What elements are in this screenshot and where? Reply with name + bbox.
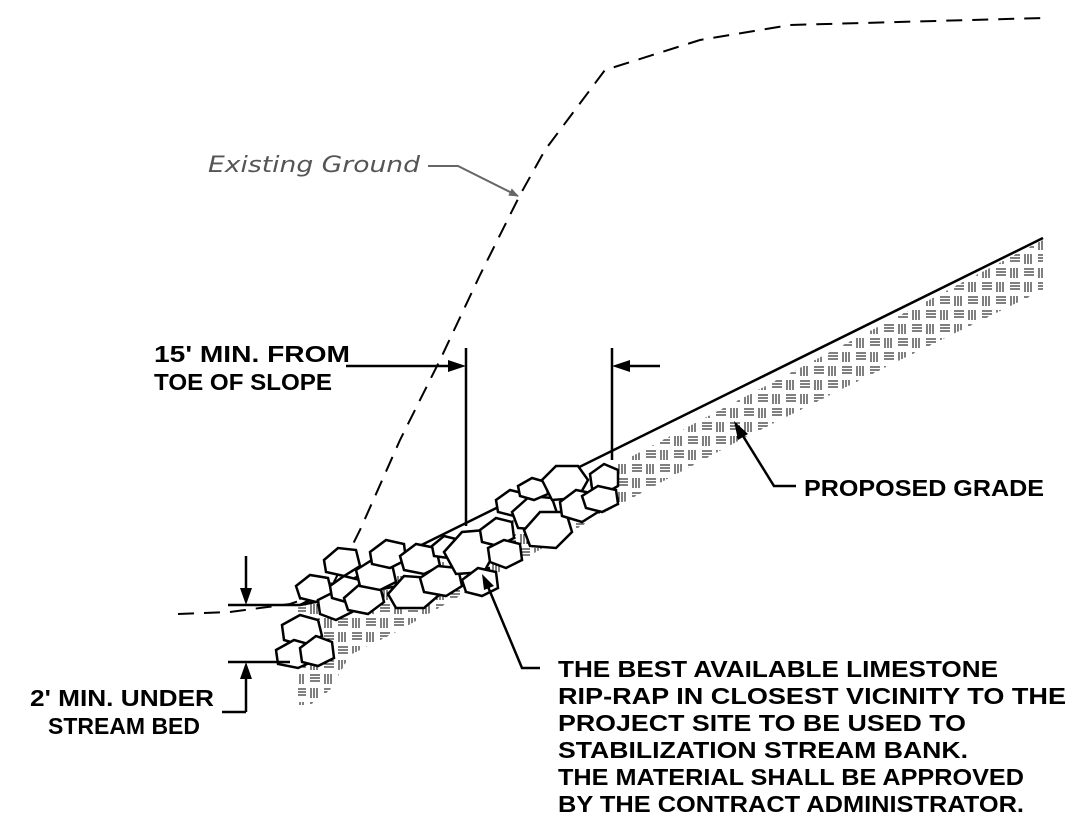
riprap-rocks	[274, 462, 620, 670]
stream-label-line2: STREAM BED	[48, 713, 200, 739]
note-arrow	[482, 574, 494, 590]
note-line-3: PROJECT SITE TO BE USED TO	[558, 710, 966, 736]
soil-hatch-region	[298, 240, 1043, 705]
existing-ground-line	[177, 17, 1044, 615]
note-line-4: STABILIZATION STREAM BANK.	[558, 737, 968, 763]
proposed-grade-arrow	[734, 421, 748, 440]
toe-label-line2: TOE OF SLOPE	[154, 369, 332, 395]
stream-arrow-top	[240, 588, 252, 605]
existing-ground-label: Existing Ground	[208, 153, 421, 178]
note-leader	[484, 581, 540, 670]
existing-ground-leader	[428, 165, 519, 197]
note-line-5: THE MATERIAL SHALL BE APPROVED	[558, 764, 1024, 790]
note-line-6: BY THE CONTRACT ADMINISTRATOR.	[558, 791, 1024, 817]
stream-label-line1: 2' MIN. UNDER	[30, 685, 214, 711]
toe-arrow-left	[448, 360, 466, 372]
note-line-2: RIP-RAP IN CLOSEST VICINITY TO THE	[558, 683, 1066, 709]
stream-arrow-bottom	[240, 662, 252, 679]
toe-label-line1: 15' MIN. FROM	[154, 341, 350, 367]
proposed-grade-line	[299, 236, 1044, 607]
note-line-1: THE BEST AVAILABLE LIMESTONE	[558, 656, 998, 682]
proposed-grade-label: PROPOSED GRADE	[804, 475, 1044, 501]
proposed-grade-leader	[736, 427, 796, 488]
toe-arrow-right	[612, 360, 630, 372]
